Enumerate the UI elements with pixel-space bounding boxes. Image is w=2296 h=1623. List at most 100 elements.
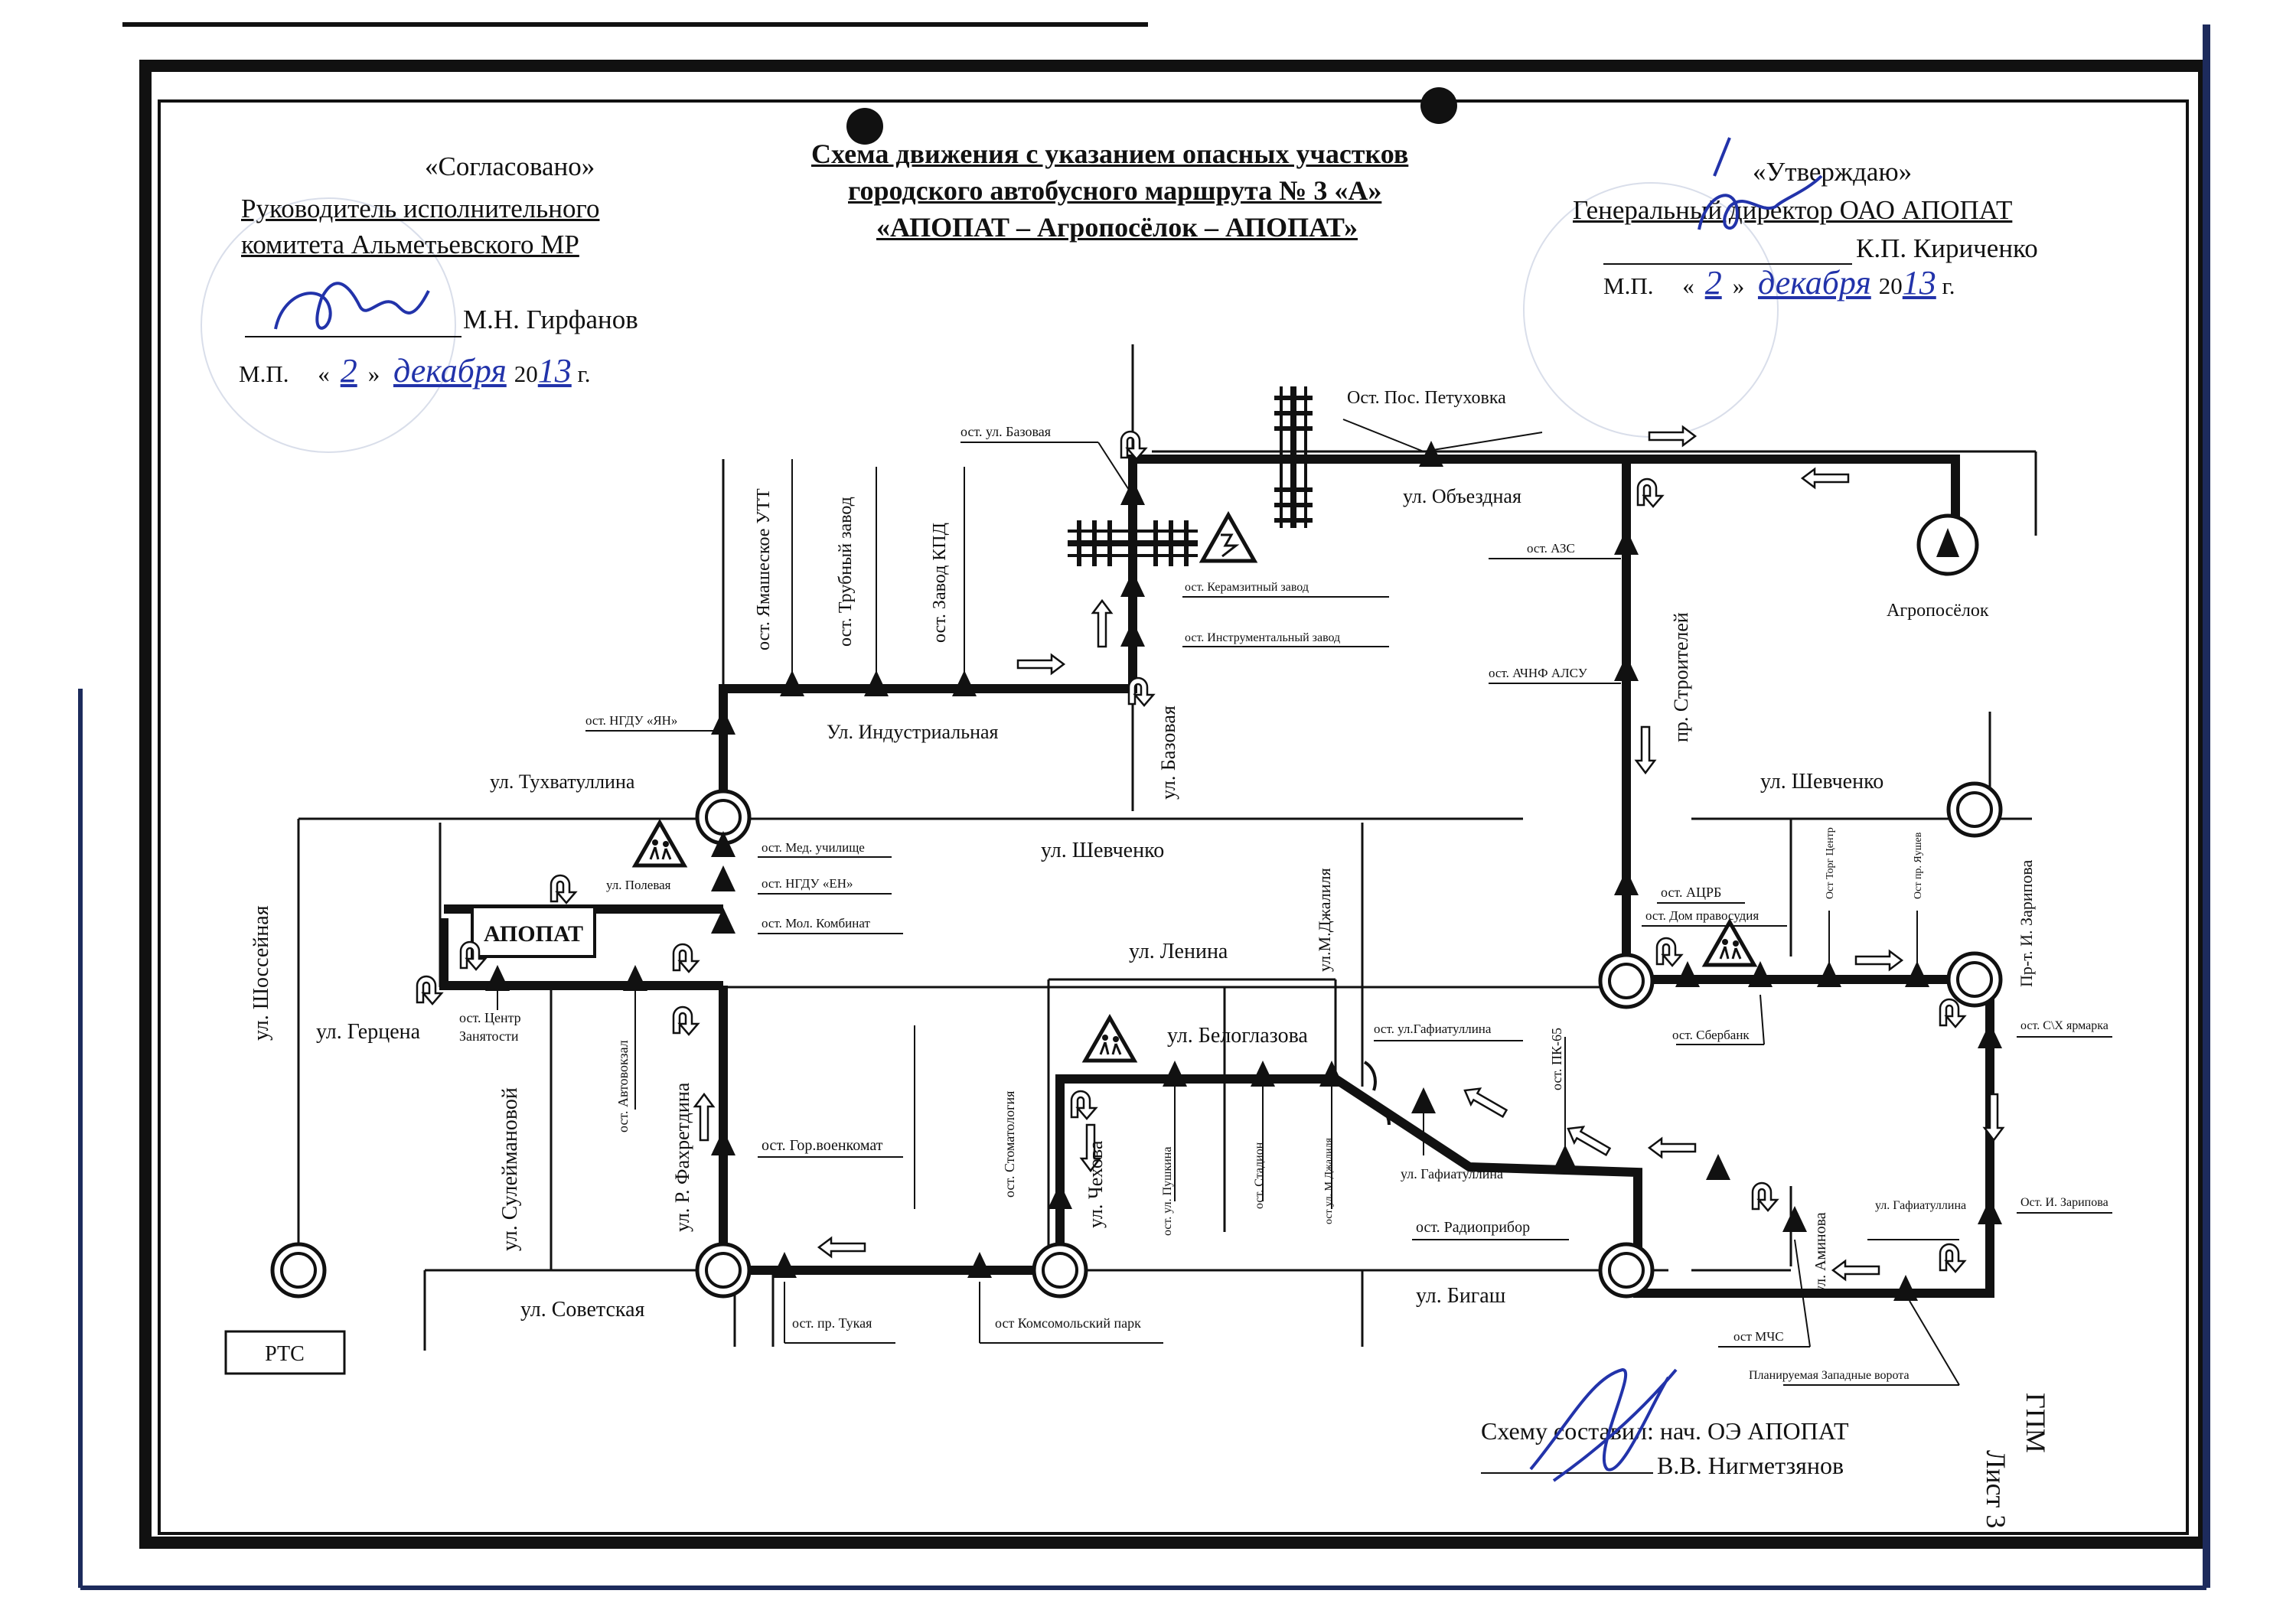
- roundabout-icon: [1034, 1244, 1086, 1296]
- bus-stop-icon: [1553, 1145, 1577, 1171]
- u-turn-icon: [1655, 937, 1683, 967]
- stop-label: Планируемая Западные ворота: [1749, 1369, 1910, 1382]
- handwritten-signature: [1529, 1367, 1678, 1482]
- street-label: ул. Чехова: [1084, 1140, 1107, 1228]
- street-label: ул. Аминова: [1812, 1212, 1829, 1293]
- stop-label: ост. Завод КПД: [930, 523, 950, 643]
- direction-arrow-icon: [1459, 1081, 1511, 1123]
- direction-arrow-icon: [693, 1093, 715, 1142]
- roundabout-icon: [1600, 955, 1652, 1007]
- roundabout-icon: [1600, 1244, 1652, 1296]
- bus-stop-icon: [1706, 1154, 1730, 1180]
- stop-label: ост ул. М Джалиля: [1323, 1137, 1335, 1224]
- stop-label: ост. АЦРБ: [1661, 885, 1721, 900]
- bus-stop-icon: [711, 865, 735, 891]
- rts-box: [224, 1330, 346, 1375]
- depot-label: АПОПАТ: [484, 921, 583, 947]
- roundabout-icon: [272, 1244, 325, 1296]
- stop-label: ост. С\Х ярмарка: [2020, 1019, 2108, 1032]
- bus-stop-icon: [1905, 961, 1929, 987]
- approval-left-line1: Руководитель исполнительного: [241, 194, 600, 223]
- bus-stop-icon: [485, 965, 510, 991]
- quote-open: «: [1682, 272, 1694, 299]
- year-end: г.: [1942, 272, 1955, 299]
- direction-arrow-icon: [817, 1237, 866, 1258]
- year-suffix: 13: [537, 352, 572, 389]
- street-labels: ул. Тухватуллина Ул. Индустриальная ул. …: [249, 485, 2036, 1322]
- warning-children-icon: [1085, 1018, 1134, 1061]
- stamp-seal: [201, 197, 456, 453]
- quote-close: »: [367, 360, 380, 387]
- u-turn-icon: [416, 975, 443, 1005]
- stop-label: ост. НГДУ «ЯН»: [585, 713, 677, 728]
- direction-arrow-icon: [1854, 950, 1903, 971]
- mp-label: М.П.: [239, 360, 289, 387]
- direction-arrow-icon: [1016, 653, 1065, 675]
- handwritten-signature: [1698, 137, 1823, 230]
- stop-label: ост. Мед. училище: [762, 840, 865, 855]
- quote-close: »: [1732, 272, 1745, 299]
- street-label: ул. Ленина: [1129, 940, 1228, 963]
- frame: [78, 22, 2210, 1590]
- street-label: пр. Строителей: [1670, 612, 1692, 742]
- stop-label: ост. Стоматология: [1002, 1091, 1017, 1198]
- warning-children-icon: [1705, 922, 1754, 965]
- street-label: ул. Герцена: [316, 1020, 421, 1044]
- bus-stop-icon: [1614, 869, 1639, 895]
- stop-label: ост. ул. Базовая: [960, 424, 1051, 439]
- bus-stop-icon: [1614, 655, 1639, 681]
- street-label: Пр-т. И. Зарипова: [2017, 860, 2036, 987]
- bus-stop-icon: [1048, 1183, 1072, 1209]
- stop-label: ост. ул. Пушкина: [1161, 1147, 1174, 1236]
- title-line2: городского автобусного маршрута № 3 «А»: [848, 175, 1382, 206]
- stop-label: ост. АЗС: [1527, 541, 1575, 556]
- bus-stop-icon: [1319, 1061, 1344, 1087]
- u-turn-icon: [1939, 1243, 1966, 1273]
- stop-label: ул. Полевая: [606, 878, 671, 892]
- u-turn-icon: [1070, 1090, 1097, 1120]
- bus-stop-icon: [1251, 1061, 1275, 1087]
- stop-label: ост. Гор.военкомат: [762, 1137, 883, 1154]
- handwritten-signature: [274, 282, 430, 330]
- street-label: ул. Шевченко: [1760, 770, 1883, 794]
- street-label: ул. Сулеймановой: [498, 1087, 522, 1251]
- direction-arrow-icon: [1801, 468, 1850, 489]
- stop-label: ост. АЧНФ АЛСУ: [1489, 666, 1588, 680]
- roundabout-icon: [1949, 784, 2001, 836]
- railway-crossing-icon: [1068, 386, 1313, 566]
- stop-labels: ост. НГДУ «ЯН» ост. Ямашеское УТТ ост. Т…: [459, 388, 2108, 1382]
- stop-label: Ост. Пос. Петуховка: [1347, 388, 1506, 408]
- street-label: ул. Объездная: [1403, 485, 1521, 507]
- bus-stop-icon: [1411, 1087, 1436, 1113]
- stop-label: ост. Сбербанк: [1672, 1028, 1750, 1042]
- bus-stop-icon: [1120, 571, 1145, 597]
- stop-label: ост. пр. Тукая: [792, 1315, 872, 1331]
- title-line1: Схема движения с указанием опасных участ…: [811, 139, 1409, 169]
- year-end: г.: [577, 360, 591, 387]
- stop-label: Ост. И. Зарипова: [2020, 1196, 2108, 1209]
- street-label: ул. Базовая: [1157, 706, 1179, 800]
- direction-arrow-icon: [1831, 1260, 1880, 1281]
- stop-label: Ост пр. Яушев: [1913, 832, 1924, 899]
- date-day: 2: [1704, 264, 1722, 301]
- stop-label: ост Комсомольский парк: [995, 1315, 1141, 1331]
- approval-right-line1: Генеральный директор ОАО АПОПАТ: [1573, 195, 2013, 225]
- bus-stop-icon: [1163, 1061, 1187, 1087]
- title-line3: «АПОПАТ – Агропосёлок – АПОПАТ»: [876, 212, 1358, 243]
- approval-left-line2: комитета Альметьевского МР: [241, 230, 579, 259]
- stop-label: ост. НГДУ «ЕН»: [762, 876, 853, 891]
- compiled-by: Схему составил: нач. ОЭ АПОПАТ: [1481, 1417, 1849, 1445]
- street-label: Ул. Индустриальная: [827, 721, 999, 743]
- bus-stop-icon: [1893, 1275, 1918, 1301]
- bus-stop-icon: [1978, 1022, 2002, 1048]
- stop-label: ост. Радиоприбор: [1416, 1219, 1530, 1236]
- stop-label: ост. Инструментальный завод: [1185, 631, 1340, 644]
- u-turn-icon: [1751, 1181, 1779, 1212]
- place-label-agroposelok: Агропосёлок: [1887, 601, 1989, 621]
- stop-label: ост. Центр: [459, 1010, 521, 1025]
- bus-stop-icon: [1419, 441, 1443, 467]
- approval-right-label: «Утверждаю»: [1753, 157, 1913, 187]
